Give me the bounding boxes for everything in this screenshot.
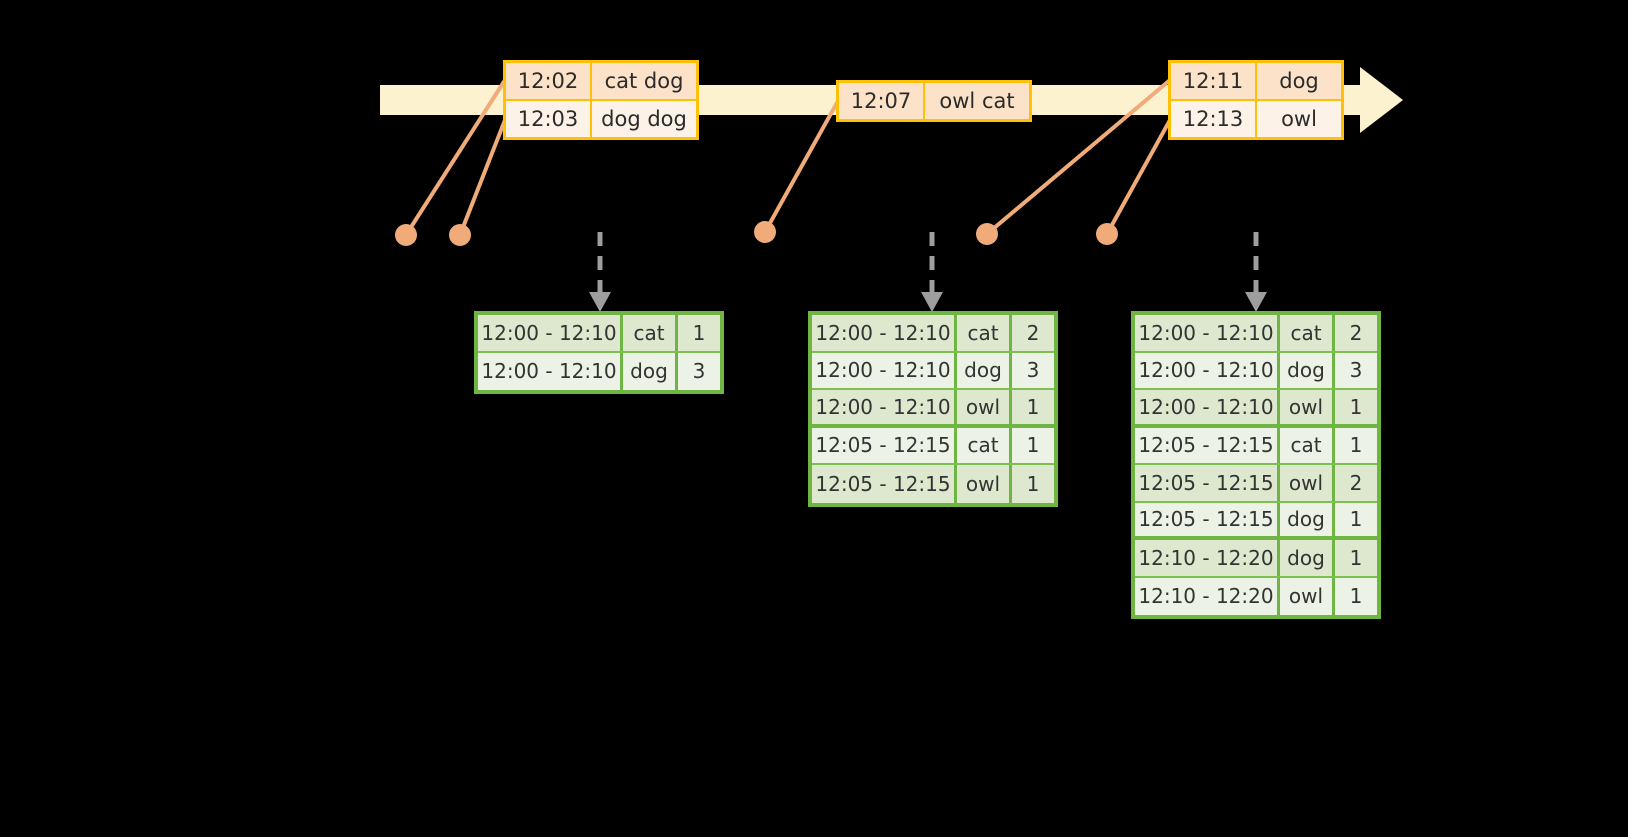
window-cell: 12:00 - 12:10: [478, 315, 623, 351]
count-cell: 1: [1349, 507, 1363, 532]
event-row: 12:02 cat dog: [506, 63, 696, 101]
event-box-3: 12:11 dog 12:13 owl: [1168, 60, 1344, 140]
connector-line: [763, 99, 840, 234]
count-cell: 1: [1349, 433, 1363, 458]
dot-1-marker: [395, 224, 417, 246]
dot-4-marker: [976, 223, 998, 245]
window-cell: 12:05 - 12:15: [1135, 427, 1280, 463]
dashed-arrow-head-icon: [921, 292, 943, 312]
dot-2-marker: [449, 224, 471, 246]
count-cell: 1: [1026, 433, 1040, 458]
event-payload: dog dog: [601, 107, 687, 131]
key-cell: cat: [1280, 427, 1335, 463]
window-cell: 12:00 - 12:10: [812, 315, 957, 351]
window-cell: 12:00 - 12:10: [478, 352, 623, 390]
connector-line: [458, 118, 507, 237]
connector-line: [1105, 118, 1172, 236]
key-cell: cat: [623, 315, 678, 351]
key-cell: dog: [1280, 352, 1335, 388]
key-cell: owl: [1280, 390, 1335, 424]
event-payload: cat dog: [604, 69, 684, 93]
event-timestamp: 12:11: [1171, 63, 1257, 99]
key-cell: owl: [1280, 465, 1335, 501]
dashed-arrow-head-icon: [589, 292, 611, 312]
event-timestamp: 12:02: [506, 63, 592, 99]
event-row: 12:11 dog: [1171, 63, 1341, 101]
timeline-arrowhead: [1360, 67, 1403, 133]
dashed-arrow-head-icon: [1245, 292, 1267, 312]
event-row: 12:07 owl cat: [839, 83, 1029, 119]
event-timestamp: 12:03: [506, 101, 592, 137]
window-cell: 12:05 - 12:15: [812, 465, 957, 503]
count-cell: 1: [1026, 471, 1040, 496]
event-payload: owl: [1281, 107, 1317, 131]
event-box-1: 12:02 cat dog 12:03 dog dog: [503, 60, 699, 140]
key-cell: dog: [1280, 502, 1335, 536]
event-timestamp: 12:07: [839, 83, 925, 119]
window-cell: 12:05 - 12:15: [1135, 465, 1280, 501]
count-cell: 3: [1026, 358, 1040, 383]
window-cell: 12:05 - 12:15: [812, 427, 957, 463]
key-cell: cat: [1280, 315, 1335, 351]
event-timestamp: 12:13: [1171, 101, 1257, 137]
key-cell: dog: [957, 352, 1012, 388]
window-cell: 12:00 - 12:10: [812, 390, 957, 424]
key-cell: dog: [1280, 540, 1335, 576]
count-cell: 1: [692, 320, 706, 345]
dot-3-marker: [754, 221, 776, 243]
event-row: 12:03 dog dog: [506, 101, 696, 137]
count-cell: 1: [1349, 394, 1363, 419]
window-cell: 12:05 - 12:15: [1135, 502, 1280, 536]
event-row: 12:13 owl: [1171, 101, 1341, 137]
key-cell: cat: [957, 315, 1012, 351]
key-cell: owl: [1280, 577, 1335, 615]
count-cell: 3: [1349, 358, 1363, 383]
count-cell: 1: [1349, 545, 1363, 570]
window-cell: 12:00 - 12:10: [1135, 352, 1280, 388]
count-cell: 1: [1349, 584, 1363, 609]
count-cell: 2: [1349, 320, 1363, 345]
event-box-2: 12:07 owl cat: [836, 80, 1032, 122]
count-cell: 2: [1026, 320, 1040, 345]
window-cell: 12:10 - 12:20: [1135, 540, 1280, 576]
window-cell: 12:00 - 12:10: [1135, 390, 1280, 424]
count-cell: 2: [1349, 470, 1363, 495]
dot-5-marker: [1096, 223, 1118, 245]
key-cell: dog: [623, 352, 678, 390]
count-cell: 3: [692, 359, 706, 384]
key-cell: cat: [957, 427, 1012, 463]
window-cell: 12:00 - 12:10: [812, 352, 957, 388]
window-cell: 12:00 - 12:10: [1135, 315, 1280, 351]
window-cell: 12:10 - 12:20: [1135, 577, 1280, 615]
count-cell: 1: [1026, 394, 1040, 419]
event-payload: owl cat: [939, 89, 1015, 113]
event-payload: dog: [1279, 69, 1319, 93]
key-cell: owl: [957, 390, 1012, 424]
key-cell: owl: [957, 465, 1012, 503]
